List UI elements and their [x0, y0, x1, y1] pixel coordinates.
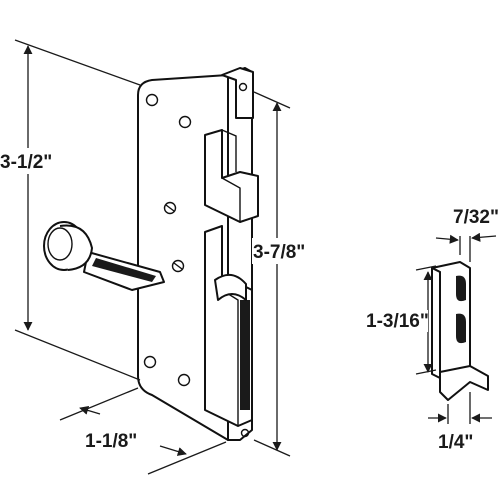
- keeper-depth-label: 1/4": [438, 432, 473, 453]
- dimension-plate-width: [59, 387, 227, 475]
- screw: [171, 259, 185, 273]
- mount-hole: [178, 115, 192, 129]
- dimension-keeper-width: [435, 232, 497, 262]
- mount-hole: [145, 93, 159, 107]
- strike-height-label: 3-7/8": [253, 242, 305, 263]
- dimension-keeper-depth: [428, 392, 492, 424]
- plate-width-label: 1-1/8": [85, 431, 137, 452]
- dimension-overall-height: [0, 39, 141, 381]
- latch-slot: [240, 300, 250, 410]
- mount-hole: [143, 355, 157, 369]
- mount-hole: [177, 373, 191, 387]
- keeper-width-label: 7/32": [453, 207, 499, 228]
- dimension-keeper-height: [380, 265, 437, 375]
- keeper-slot: [456, 313, 466, 344]
- thumb-lever: [43, 221, 165, 291]
- overall-height-label: 3-1/2": [0, 152, 52, 173]
- keeper-slot: [456, 275, 466, 302]
- lock-plate: [137, 67, 259, 441]
- keeper: [431, 261, 489, 401]
- mount-hole: [240, 428, 250, 438]
- dimension-strike-height: [252, 91, 312, 457]
- screw: [163, 201, 177, 215]
- mount-hole: [238, 82, 248, 92]
- keeper-height-label: 1-3/16": [366, 311, 429, 332]
